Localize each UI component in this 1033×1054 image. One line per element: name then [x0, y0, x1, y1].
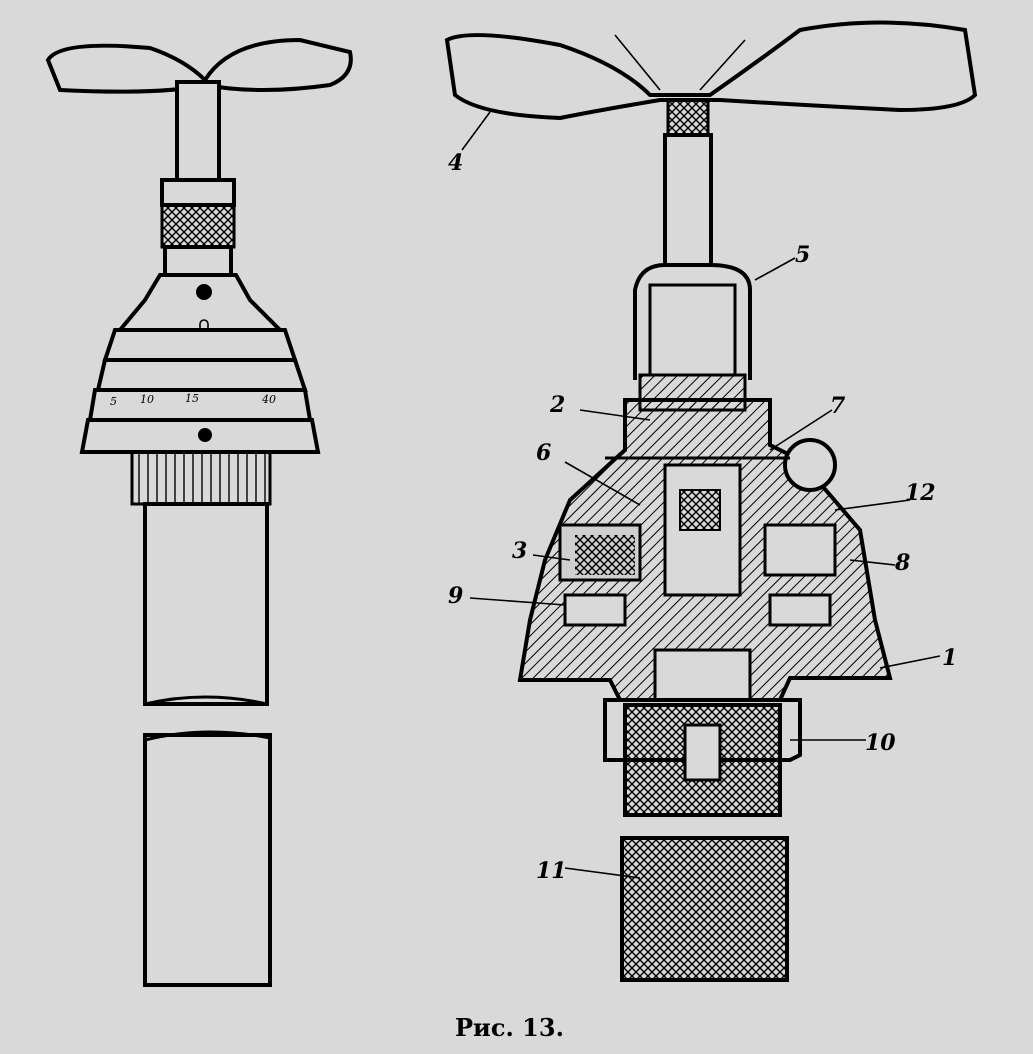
figure-caption: Рис. 13.: [455, 1013, 564, 1042]
scale-mark: 40: [261, 393, 276, 406]
part-label-11: 11: [536, 858, 567, 884]
part-label-12: 12: [905, 480, 936, 506]
part-label-6: 6: [536, 440, 551, 466]
part-label-10: 10: [865, 730, 896, 756]
external-view: 5 10 15 40: [45, 37, 353, 987]
part-label-3: 3: [512, 538, 527, 564]
part-label-2: 2: [549, 392, 565, 418]
part-label-9: 9: [448, 583, 463, 609]
scale-mark: 5: [110, 395, 117, 408]
part-label-7: 7: [830, 393, 846, 419]
part-label-5: 5: [795, 242, 810, 268]
section-view: [444, 20, 978, 982]
part-label-8: 8: [894, 550, 910, 576]
leader-lines: [461, 111, 941, 879]
part-label-1: 1: [942, 645, 957, 671]
part-label-4: 4: [448, 150, 463, 176]
scale-mark: 10: [140, 393, 154, 406]
scale-mark: 15: [185, 392, 199, 405]
